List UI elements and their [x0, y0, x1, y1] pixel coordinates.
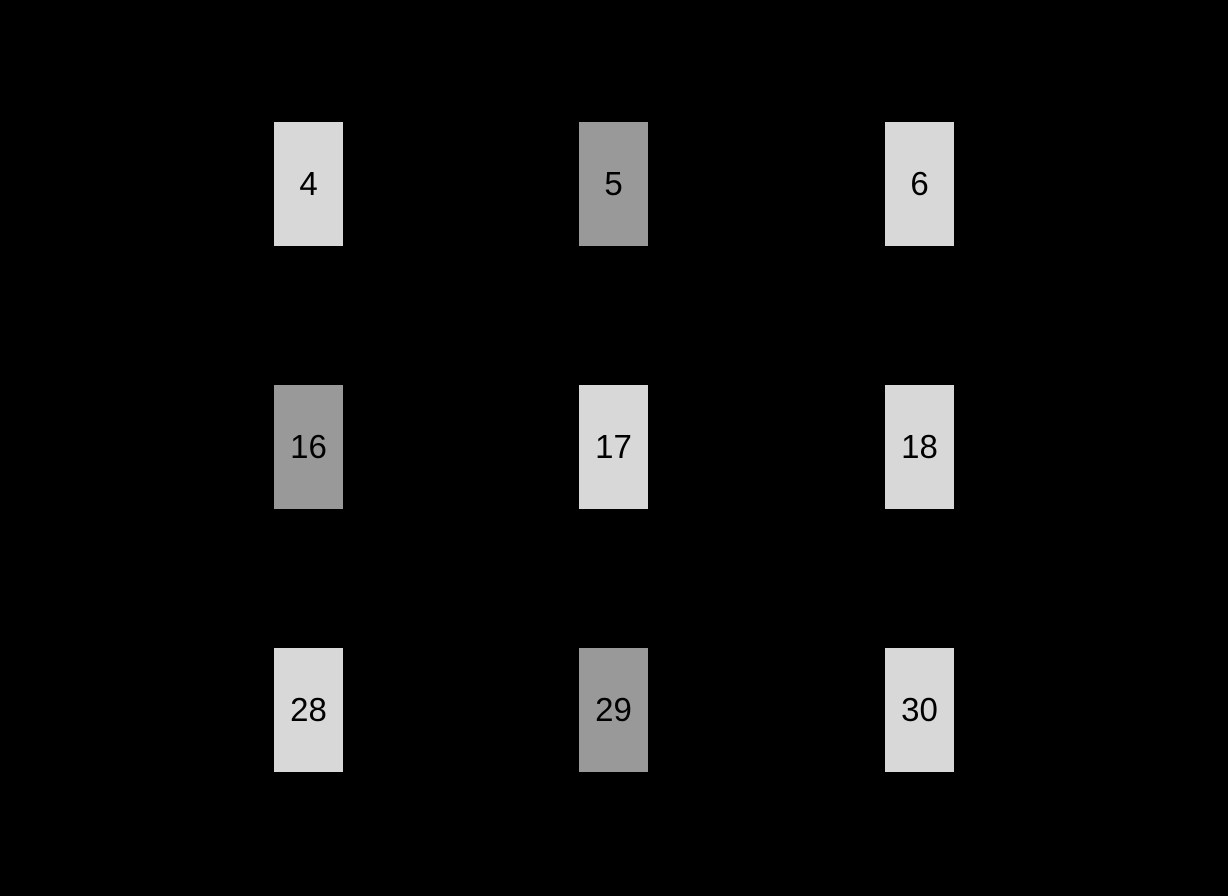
grid-cell[interactable]: 28 — [274, 648, 343, 772]
grid-cell-label: 28 — [290, 690, 327, 728]
grid-cell[interactable]: 5 — [579, 122, 648, 246]
grid-cell-label: 17 — [595, 427, 632, 465]
grid-cell[interactable]: 4 — [274, 122, 343, 246]
grid-cell[interactable]: 16 — [274, 385, 343, 509]
grid-cell[interactable]: 17 — [579, 385, 648, 509]
grid-cell[interactable]: 18 — [885, 385, 954, 509]
grid-cell[interactable]: 30 — [885, 648, 954, 772]
grid-cell-label: 16 — [290, 427, 327, 465]
grid-cell-label: 30 — [901, 690, 938, 728]
grid-cell[interactable]: 6 — [885, 122, 954, 246]
grid-cell-label: 5 — [604, 164, 623, 202]
grid-cell-label: 4 — [299, 164, 318, 202]
grid-cell[interactable]: 29 — [579, 648, 648, 772]
grid-cell-label: 6 — [910, 164, 929, 202]
grid-cell-label: 18 — [901, 427, 938, 465]
grid-cell-label: 29 — [595, 690, 632, 728]
